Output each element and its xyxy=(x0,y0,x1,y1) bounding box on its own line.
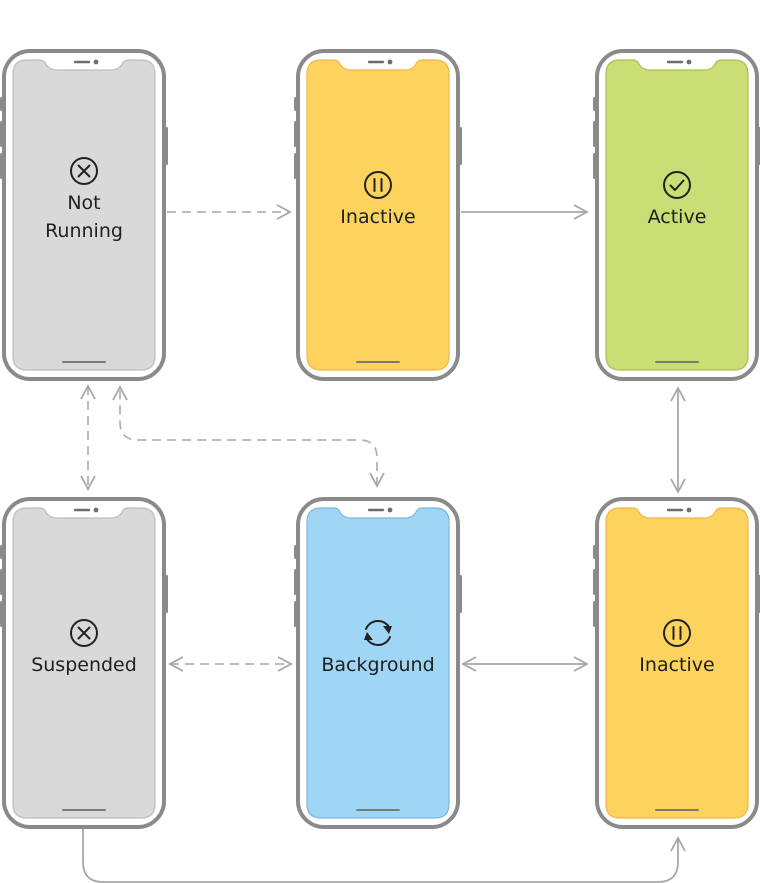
state-label: Inactive xyxy=(639,654,714,676)
phone-screen xyxy=(605,507,749,819)
state-label: Inactive xyxy=(340,206,415,228)
pause-circle-icon xyxy=(663,619,691,647)
phone-inactive-bottom: Inactive xyxy=(593,497,760,829)
state-label: Suspended xyxy=(31,654,137,676)
state-label: Background xyxy=(321,654,434,676)
phone-camera xyxy=(686,507,692,513)
phone-camera xyxy=(93,59,99,65)
phone-screen xyxy=(605,59,749,371)
cross-circle-icon xyxy=(70,157,98,185)
state-label: Running xyxy=(45,220,123,242)
phone-camera xyxy=(387,59,393,65)
pause-circle-icon xyxy=(364,171,392,199)
phone-screen xyxy=(12,59,156,371)
phone-screen xyxy=(306,507,450,819)
phone-camera xyxy=(387,507,393,513)
phone-background: Background xyxy=(294,497,462,829)
state-label: Not xyxy=(67,192,100,214)
state-label: Active xyxy=(648,206,707,228)
phone-screen xyxy=(306,59,450,371)
phone-camera xyxy=(686,59,692,65)
phone-inactive-top: Inactive xyxy=(294,49,462,381)
phone-camera xyxy=(93,507,99,513)
phone-suspended: Suspended xyxy=(0,497,168,829)
arrow-background-to-not-running xyxy=(112,385,385,488)
phone-active: Active xyxy=(593,49,760,381)
refresh-arrows-icon xyxy=(364,620,392,646)
cross-circle-icon xyxy=(70,619,98,647)
connectors xyxy=(80,204,686,883)
arrow-suspended-to-inactive xyxy=(82,829,686,883)
checkmark-circle-icon xyxy=(663,171,691,199)
phone-screen xyxy=(12,507,156,819)
